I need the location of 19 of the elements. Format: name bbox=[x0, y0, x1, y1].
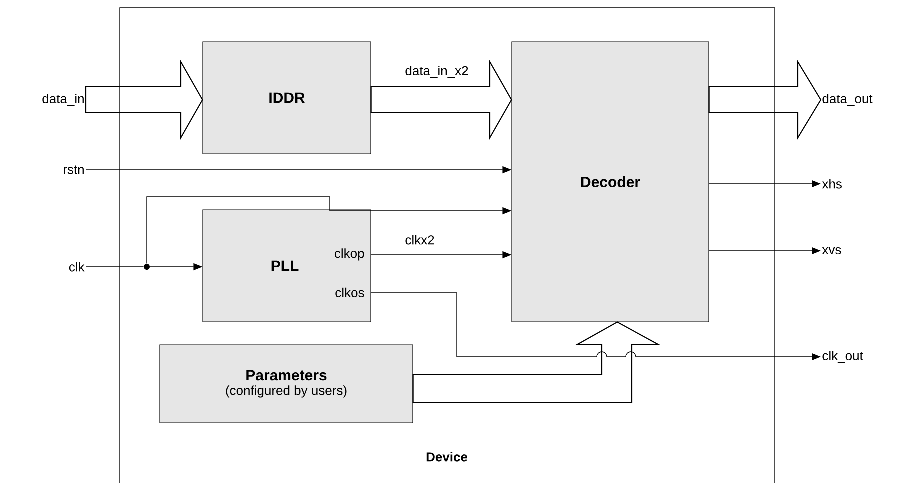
signal-label: clk bbox=[69, 262, 85, 272]
edge-label: data_in_x2 bbox=[406, 66, 468, 78]
signal-label: data_in bbox=[42, 94, 84, 106]
parameters-box: Parameters (configured by users) bbox=[160, 344, 414, 424]
pll-block: PLL clkop clkos bbox=[202, 210, 372, 322]
iddr-block: IDDR bbox=[202, 42, 372, 154]
edge-label: clkx2 bbox=[406, 235, 434, 245]
bus-arrow bbox=[85, 60, 204, 140]
signal-label: rstn bbox=[64, 166, 84, 174]
bus-arrow bbox=[370, 60, 512, 140]
bus-arrow bbox=[412, 322, 662, 404]
signal-label: xvs bbox=[822, 247, 842, 255]
signal-label: data_out bbox=[822, 94, 873, 106]
bus-arrow bbox=[708, 60, 822, 140]
signal-label: clk_out bbox=[822, 351, 864, 363]
signal-label: xhs bbox=[822, 179, 842, 189]
device-label: Device bbox=[426, 452, 468, 462]
decoder-block: Decoder bbox=[512, 42, 710, 322]
connector-line bbox=[86, 266, 144, 268]
